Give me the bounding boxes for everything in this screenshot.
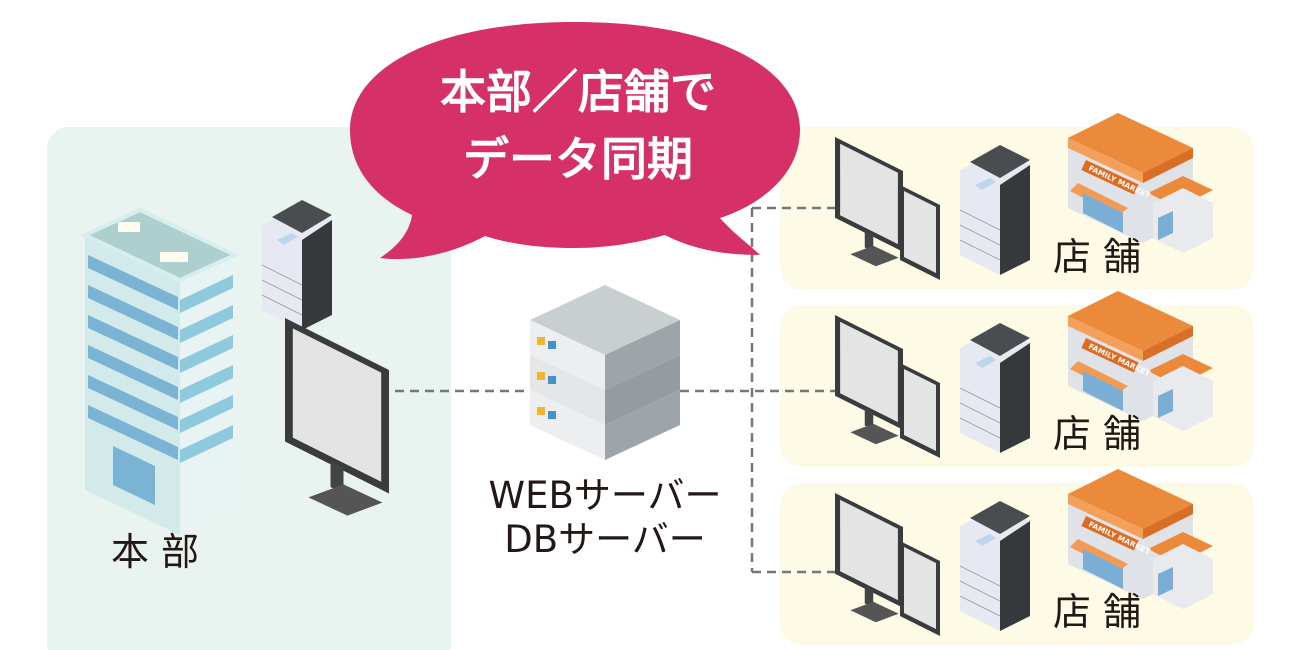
store-label: 店 舗 xyxy=(1053,412,1141,456)
store-label: 店 舗 xyxy=(1053,235,1141,279)
office-building-icon xyxy=(80,207,240,535)
speech-bubble: 本部／店舗で データ同期 xyxy=(350,22,800,260)
web-server-label: WEBサーバー xyxy=(489,474,722,517)
store-row-3: FAMILY MARKET 店 舗 xyxy=(835,469,1213,636)
db-server-label: DBサーバー xyxy=(504,518,706,561)
network-connectors xyxy=(395,206,850,574)
store-building-icon: FAMILY MARKET xyxy=(1068,291,1213,431)
bubble-line-1: 本部／店舗で xyxy=(440,65,716,119)
store-row-2: FAMILY MARKET 店 舗 xyxy=(835,291,1213,458)
store-row-1: FAMILY MARKET 店 舗 xyxy=(835,113,1213,280)
hq-label: 本 部 xyxy=(111,530,199,574)
store-label: 店 舗 xyxy=(1053,590,1141,634)
bubble-line-2: データ同期 xyxy=(463,132,693,186)
store-building-icon: FAMILY MARKET xyxy=(1068,113,1213,253)
server-icon xyxy=(530,285,680,460)
store-building-icon: FAMILY MARKET xyxy=(1068,469,1213,609)
